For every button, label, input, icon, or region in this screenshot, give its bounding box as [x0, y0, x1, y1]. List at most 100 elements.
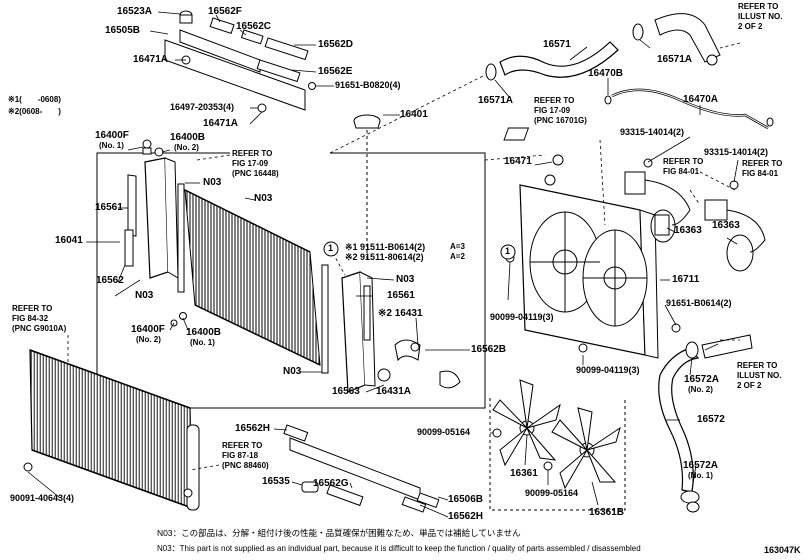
part-90099-04119-a[interactable]: 90099-04119(3) — [490, 312, 554, 322]
part-16361[interactable]: 16361 — [510, 468, 538, 479]
part-16361B[interactable]: 16361B — [589, 507, 625, 518]
part-16363-right[interactable]: 16363 — [712, 220, 740, 231]
part-16571[interactable]: 16571 — [543, 39, 571, 50]
refer-fig87-18-3[interactable]: (PNC 88460) — [222, 461, 269, 470]
refer-fig17-09-a-3[interactable]: (PNC 16701G) — [534, 116, 587, 125]
part-91511-b0614-note: A=3 — [450, 242, 465, 251]
radiator-cap — [353, 114, 381, 262]
water-outlet-pipe — [377, 339, 461, 389]
part-16562[interactable]: 16562 — [96, 275, 124, 286]
refer-fig17-09-b-2[interactable]: FIG 17-09 — [232, 159, 269, 168]
part-16400B-no2[interactable]: 16400B — [170, 132, 206, 143]
part-16571A-left[interactable]: 16571A — [478, 95, 514, 106]
refer-fig84-32-1[interactable]: REFER TO — [12, 304, 53, 313]
part-16562G[interactable]: 16562G — [313, 478, 349, 489]
part-16497-20353[interactable]: 16497-20353(4) — [170, 102, 235, 112]
part-16572[interactable]: 16572 — [697, 414, 725, 425]
label-N03-b: N03 — [254, 193, 273, 204]
part-16562C[interactable]: 16562C — [236, 21, 272, 32]
part-16471-right[interactable]: 16471 — [504, 156, 532, 167]
label-N03-d: N03 — [283, 366, 302, 377]
radiator-left-tank — [144, 157, 179, 279]
part-16572A-no2[interactable]: 16572A — [684, 374, 720, 385]
part-16401[interactable]: 16401 — [400, 109, 428, 120]
part-16562H-top[interactable]: 16562H — [235, 423, 271, 434]
part-91651-B0820[interactable]: 91651-B0820(4) — [335, 80, 401, 90]
part-16562E[interactable]: 16562E — [318, 66, 353, 77]
part-16400F-no2[interactable]: 16400F — [131, 324, 165, 335]
radiator-core — [184, 189, 321, 366]
refer-fig84-01-a-1[interactable]: REFER TO — [663, 157, 704, 166]
overflow-hose — [604, 88, 774, 130]
part-16562F[interactable]: 16562F — [208, 6, 242, 17]
part-16470A[interactable]: 16470A — [683, 94, 719, 105]
refer-fig84-32-3[interactable]: (PNC G9010A) — [12, 324, 67, 333]
part-16041[interactable]: 16041 — [55, 235, 83, 246]
refer-fig84-32-2[interactable]: FIG 84-32 — [12, 314, 49, 323]
part-90099-05164-b[interactable]: 90099-05164 — [525, 488, 579, 498]
part-16431[interactable]: ※2 16431 — [378, 308, 423, 319]
part-16562D[interactable]: 16562D — [318, 39, 354, 50]
refer-fig87-18-2[interactable]: FIG 87-18 — [222, 451, 259, 460]
ref-marker-circles — [323, 241, 516, 260]
refer-illust-mid-3[interactable]: 2 OF 2 — [737, 381, 762, 390]
refer-fig84-01-a-2[interactable]: FIG 84-01 — [663, 167, 700, 176]
label-N03-a: N03 — [203, 177, 222, 188]
refer-fig17-09-b-3[interactable]: (PNC 16448) — [232, 169, 279, 178]
refer-illust-top-2[interactable]: ILLUST NO. — [738, 12, 783, 21]
diagram-id: 163047K — [764, 545, 801, 555]
part-16431A[interactable]: 16431A — [376, 386, 412, 397]
part-90091-40643[interactable]: 90091-40643(4) — [10, 493, 75, 503]
refer-illust-mid-1[interactable]: REFER TO — [737, 361, 778, 370]
part-93315-14014-b[interactable]: 93315-14014(2) — [704, 147, 769, 157]
part-91511-b0614[interactable]: ※1 91511-B0614(2) — [345, 242, 426, 252]
radiator-inlet-hose — [485, 13, 721, 81]
part-16400B-no1[interactable]: 16400B — [186, 327, 222, 338]
refer-fig17-09-a-2[interactable]: FIG 17-09 — [534, 106, 571, 115]
refer-fig84-01-b-1[interactable]: REFER TO — [742, 159, 783, 168]
part-16470B[interactable]: 16470B — [588, 68, 624, 79]
part-91511-80614-note: A=2 — [450, 252, 465, 261]
refer-illust-top-3[interactable]: 2 OF 2 — [738, 22, 763, 31]
part-90099-05164-a[interactable]: 90099-05164 — [417, 427, 471, 437]
part-16561-right[interactable]: 16561 — [387, 290, 415, 301]
part-16562B[interactable]: 16562B — [471, 344, 507, 355]
refer-illust-top-1[interactable]: REFER TO — [738, 2, 779, 11]
refer-fig87-18-1[interactable]: REFER TO — [222, 441, 263, 450]
part-90099-04119-b[interactable]: 90099-04119(3) — [576, 365, 640, 375]
refer-fig17-09-a-1[interactable]: REFER TO — [534, 96, 575, 105]
part-16363-left[interactable]: 16363 — [674, 225, 702, 236]
part-16571A-right[interactable]: 16571A — [657, 54, 693, 65]
tank-gaskets — [124, 174, 371, 374]
screws — [505, 154, 739, 353]
radiator-group-frame — [96, 152, 486, 409]
part-16535[interactable]: 16535 — [262, 476, 290, 487]
part-16505B[interactable]: 16505B — [105, 25, 141, 36]
footnote-en: N03：This part is not supplied as an indi… — [157, 544, 641, 553]
part-16471A-mid[interactable]: 16471A — [203, 118, 239, 129]
lower-bracket — [283, 424, 440, 513]
circle-marker-1a: 1 — [328, 243, 334, 253]
label-N03-left: N03 — [135, 290, 154, 301]
part-16471A-top[interactable]: 16471A — [133, 54, 169, 65]
part-91651-B0614[interactable]: 91651-B0614(2) — [666, 298, 732, 308]
refer-illust-mid-2[interactable]: ILLUST NO. — [737, 371, 782, 380]
part-16562H-bot[interactable]: 16562H — [448, 511, 484, 522]
footnote-jp: N03：この部品は、分解・組付け後の性能・品質確保が困難なため、単品では補給して… — [157, 528, 521, 538]
part-16711[interactable]: 16711 — [672, 274, 700, 285]
part-16563[interactable]: 16563 — [332, 386, 360, 397]
refer-fig17-09-b-1[interactable]: REFER TO — [232, 149, 273, 158]
part-93315-14014-a[interactable]: 93315-14014(2) — [620, 127, 685, 137]
part-16572A-no2-sub: (No. 2) — [688, 385, 713, 394]
refer-fig84-01-b-2[interactable]: FIG 84-01 — [742, 169, 779, 178]
part-16506B[interactable]: 16506B — [448, 494, 484, 505]
part-16561-left[interactable]: 16561 — [95, 202, 123, 213]
part-16523A[interactable]: 16523A — [117, 6, 153, 17]
condenser — [23, 349, 200, 511]
part-91511-80614[interactable]: ※2 91511-80614(2) — [345, 252, 424, 262]
part-16572A-no1[interactable]: 16572A — [683, 460, 719, 471]
part-16400F-no1[interactable]: 16400F — [95, 130, 129, 141]
circle-marker-1b: 1 — [505, 246, 511, 256]
